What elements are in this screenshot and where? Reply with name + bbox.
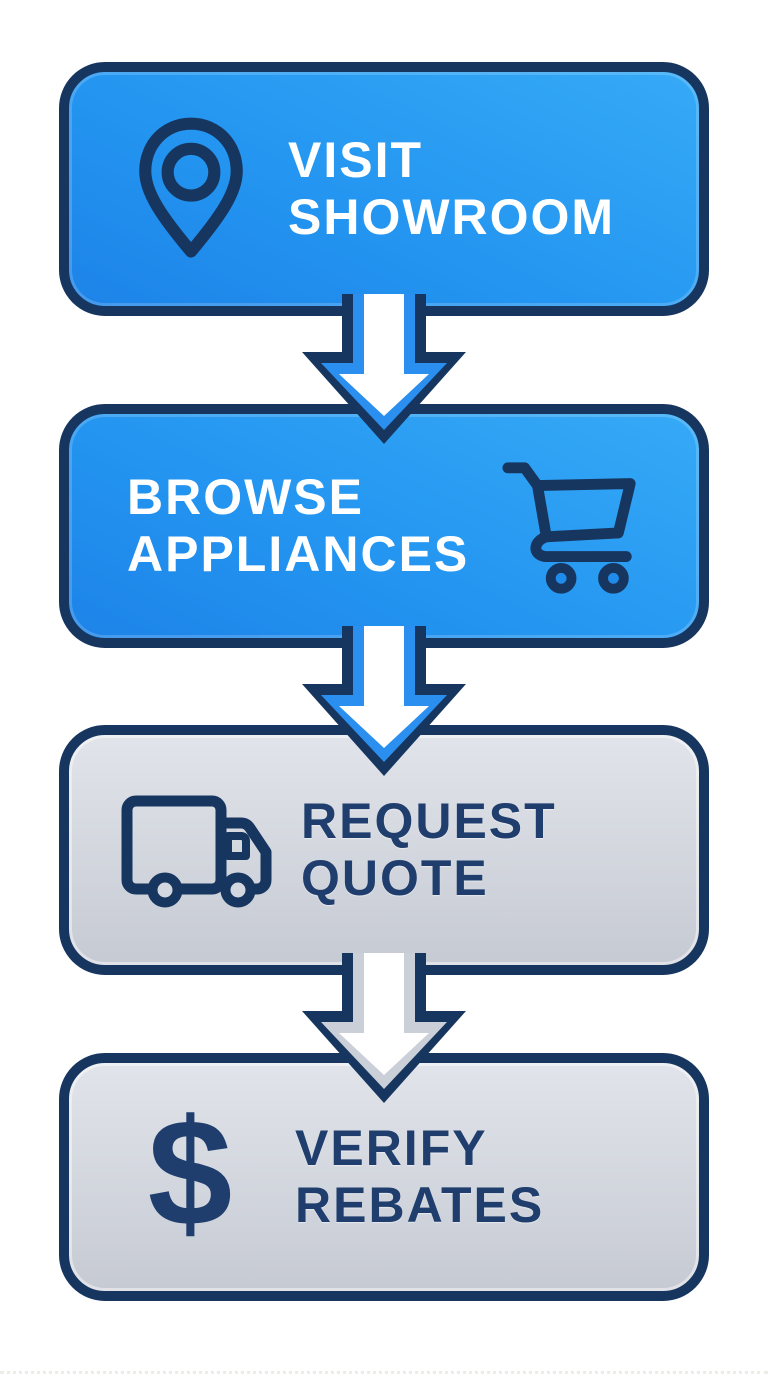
step-label-line1: VISIT xyxy=(288,132,424,188)
location-pin-icon xyxy=(135,114,247,264)
step-label-line2: QUOTE xyxy=(301,850,489,906)
flow-arrow-down-icon xyxy=(302,953,466,1103)
step-label-line1: BROWSE xyxy=(127,469,364,525)
step-label: VISIT SHOWROOM xyxy=(288,132,615,246)
bottom-edge-artifact xyxy=(0,1371,768,1374)
step-label: VERIFY REBATES xyxy=(295,1120,544,1234)
step-label-line1: REQUEST xyxy=(301,793,557,849)
step-visit-showroom: VISIT SHOWROOM xyxy=(59,62,709,316)
shopping-cart-icon xyxy=(498,452,646,600)
step-label: BROWSE APPLIANCES xyxy=(127,469,469,583)
dollar-glyph: $ xyxy=(147,1088,233,1258)
flow-arrow-down-icon xyxy=(302,626,466,776)
step-browse-appliances: BROWSE APPLIANCES xyxy=(59,404,709,648)
step-label-line2: SHOWROOM xyxy=(288,189,616,245)
step-label: REQUEST QUOTE xyxy=(301,793,557,907)
step-request-quote: REQUEST QUOTE xyxy=(59,725,709,975)
step-label-line1: VERIFY xyxy=(295,1120,488,1176)
delivery-truck-icon xyxy=(117,793,277,908)
step-label-line2: REBATES xyxy=(295,1177,545,1233)
flow-arrow-down-icon xyxy=(302,294,466,444)
step-label-line2: APPLIANCES xyxy=(127,526,470,582)
dollar-sign-icon: $ xyxy=(147,1097,233,1253)
